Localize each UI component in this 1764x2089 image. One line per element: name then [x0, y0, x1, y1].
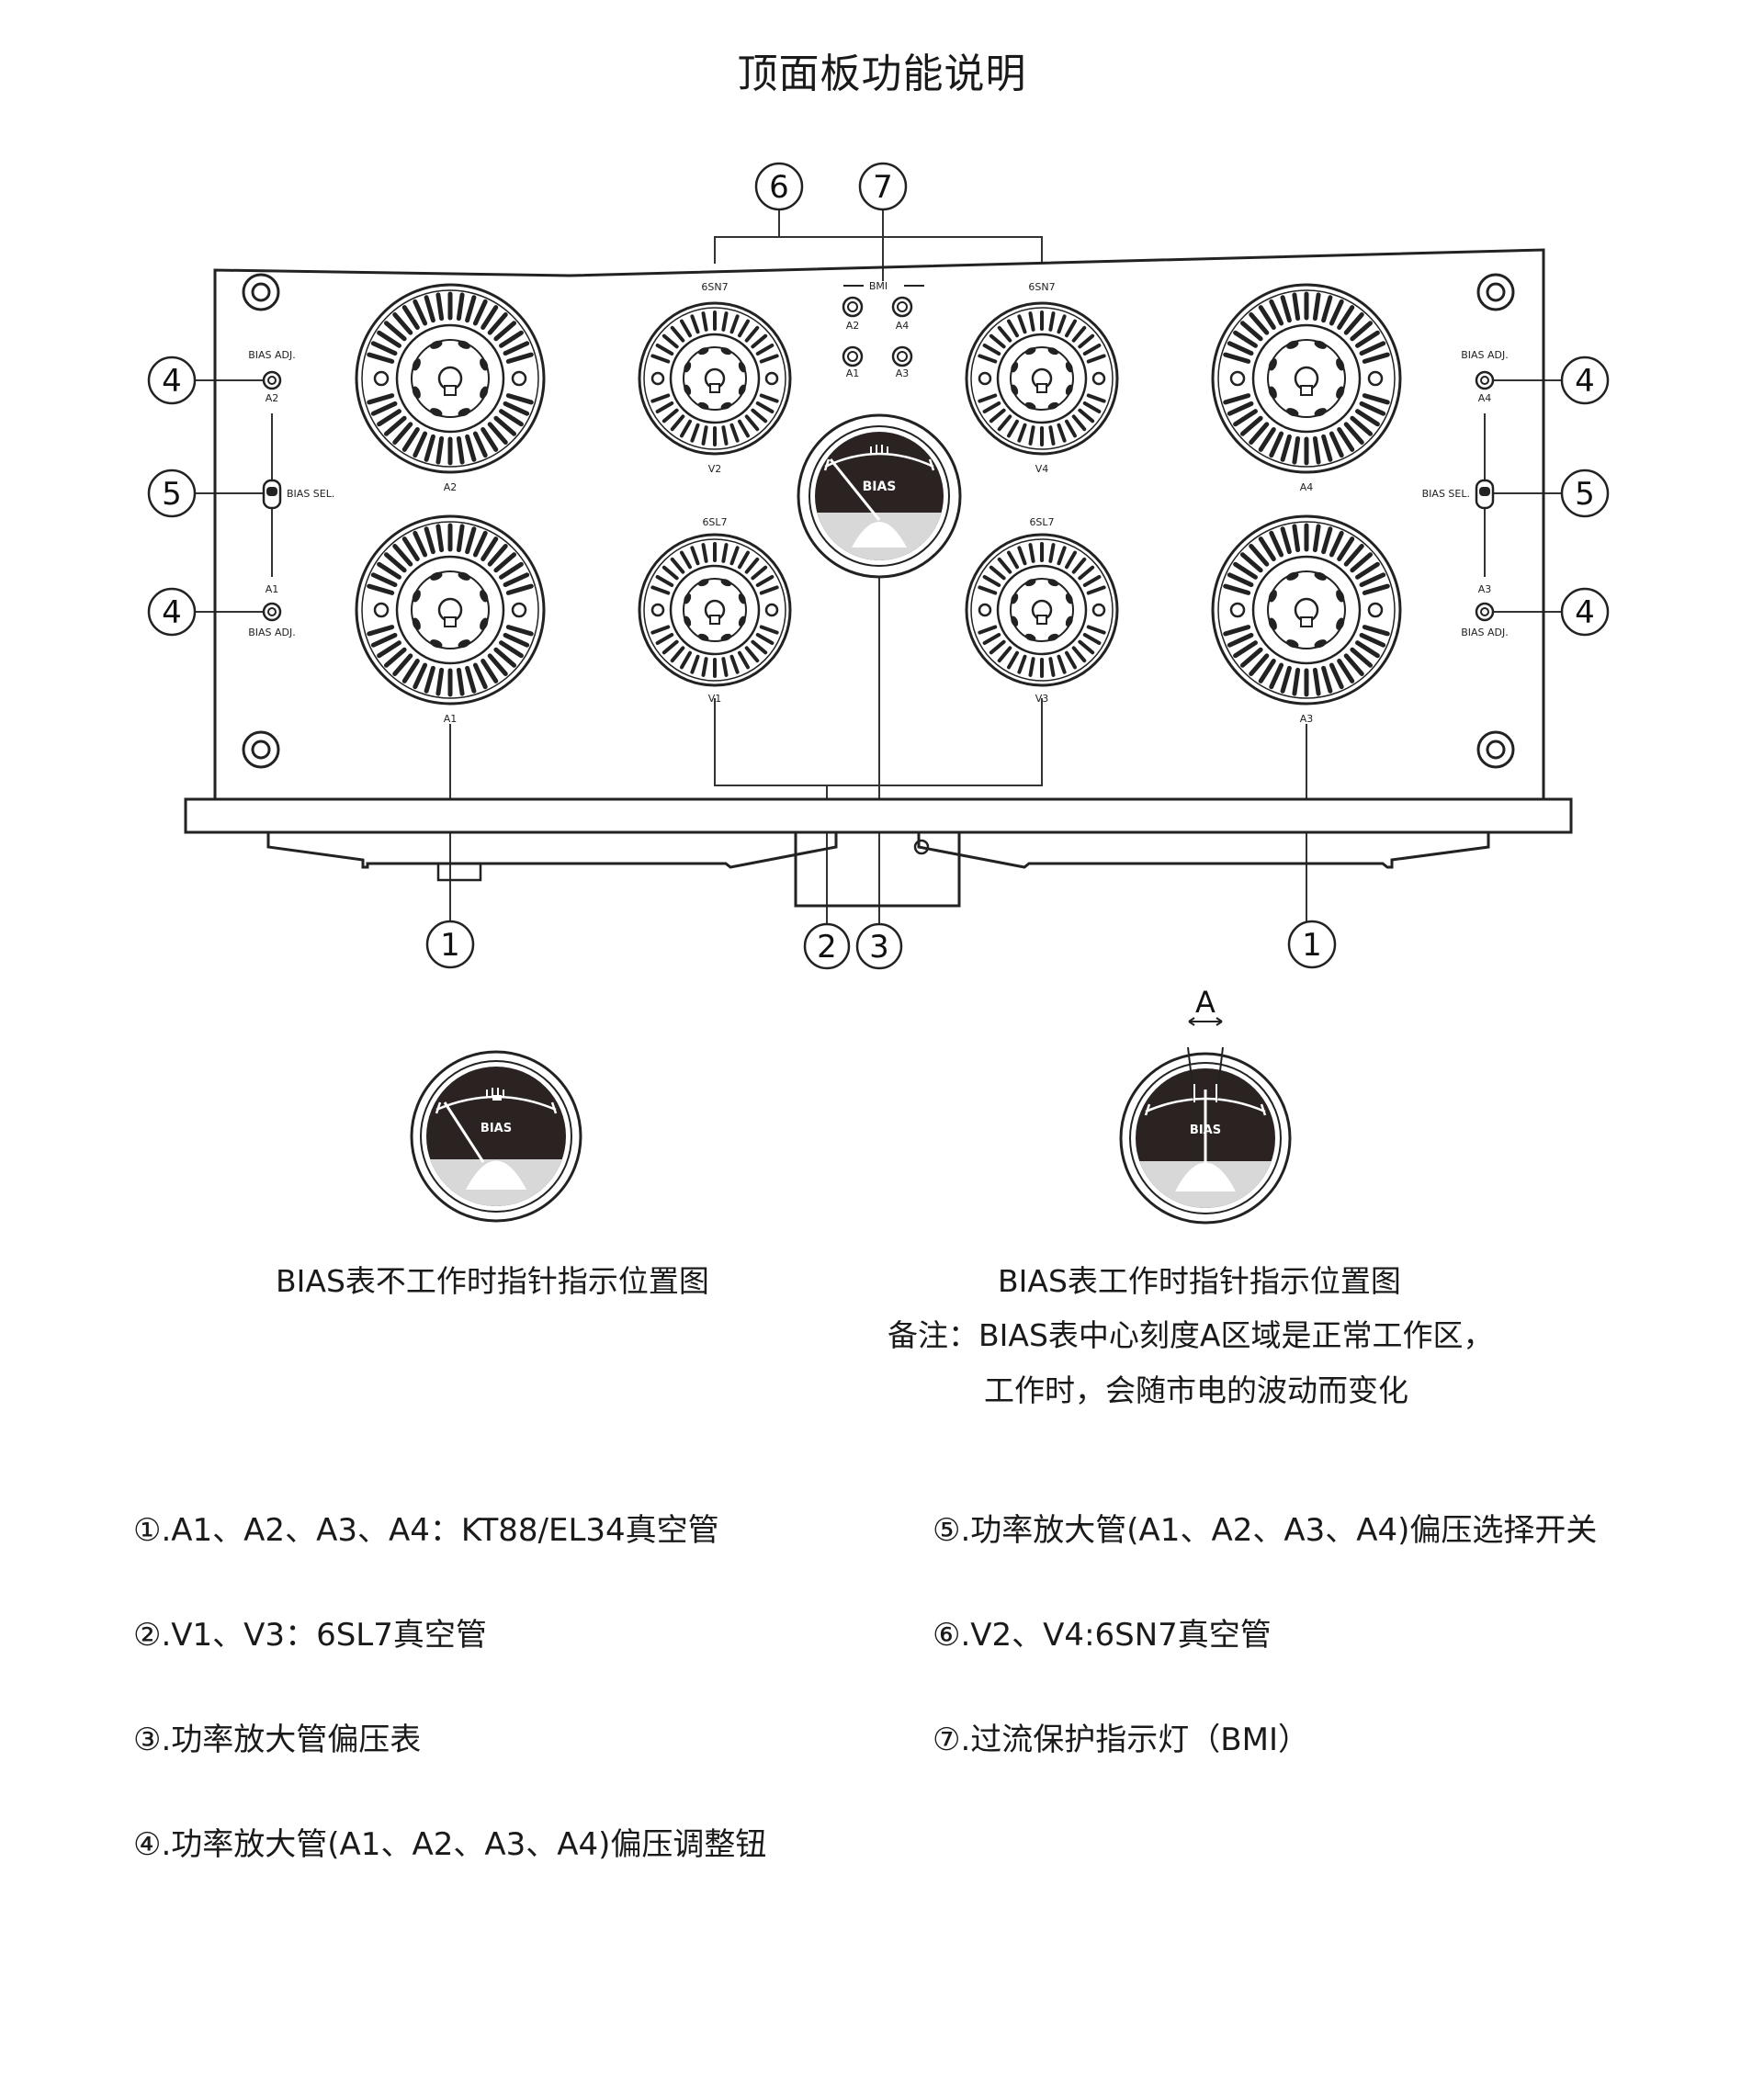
- caption-meter-off: BIAS表不工作时指针指示位置图: [276, 1263, 709, 1299]
- svg-text:3: 3: [869, 929, 889, 965]
- svg-text:BIAS ADJ.: BIAS ADJ.: [1461, 627, 1509, 638]
- svg-text:BIAS ADJ.: BIAS ADJ.: [248, 627, 296, 638]
- svg-text:BIAS SEL.: BIAS SEL.: [287, 488, 334, 500]
- svg-text:V2: V2: [708, 463, 722, 475]
- legend-item-7: ⑦.过流保护指示灯（BMI）: [933, 1722, 1309, 1758]
- svg-text:A3: A3: [1300, 713, 1314, 725]
- bias-controls: [262, 370, 1495, 622]
- callout-5-left: 5: [147, 469, 197, 518]
- svg-text:BIAS: BIAS: [481, 1122, 512, 1135]
- legend-item-4: ④.功率放大管(A1、A2、A3、A4)偏压调整钮: [133, 1826, 767, 1863]
- svg-text:A1: A1: [266, 583, 279, 595]
- meter-label: BIAS: [863, 480, 897, 494]
- svg-text:A1: A1: [846, 367, 860, 379]
- bias-adj-knob-a1: [262, 602, 282, 622]
- bias-meter-on: A BIAS: [1119, 985, 1292, 1225]
- bias-adj-knob-a2: [262, 370, 282, 390]
- svg-text:A2: A2: [266, 392, 279, 404]
- legend-item-1: ①.A1、A2、A3、A4：KT88/EL34真空管: [133, 1512, 719, 1549]
- bmi-leds: [842, 285, 924, 367]
- legend-item-6: ⑥.V2、V4:6SN7真空管: [933, 1617, 1272, 1654]
- svg-text:A3: A3: [1478, 583, 1492, 595]
- svg-text:V4: V4: [1035, 463, 1049, 475]
- svg-text:1: 1: [1302, 927, 1322, 964]
- svg-text:A2: A2: [444, 481, 458, 493]
- bias-adj-knob-a3: [1475, 602, 1495, 622]
- page-title: 顶面板功能说明: [737, 51, 1027, 97]
- svg-text:A4: A4: [1300, 481, 1314, 493]
- legend-item-3: ③.功率放大管偏压表: [133, 1722, 422, 1758]
- callout-4-left-bottom: 4: [147, 587, 197, 637]
- svg-text:2: 2: [817, 929, 837, 965]
- svg-text:A1: A1: [444, 713, 458, 725]
- socket-fins: [367, 291, 1390, 697]
- caption-note-line2: 工作时，会随市电的波动而变化: [984, 1372, 1408, 1408]
- caption-meter-on: BIAS表工作时指针指示位置图: [998, 1263, 1401, 1299]
- svg-text:BIAS ADJ.: BIAS ADJ.: [248, 349, 296, 361]
- svg-text:4: 4: [1575, 594, 1595, 631]
- callout-4-right-bottom: 4: [1560, 587, 1610, 637]
- svg-text:5: 5: [1575, 476, 1595, 513]
- callout-6: 6: [754, 162, 804, 211]
- callout-4-left-top: 4: [147, 356, 197, 405]
- svg-text:4: 4: [1575, 363, 1595, 400]
- svg-text:V1: V1: [708, 693, 722, 705]
- svg-text:BIAS ADJ.: BIAS ADJ.: [1461, 349, 1509, 361]
- svg-text:4: 4: [162, 363, 182, 400]
- svg-text:A2: A2: [846, 320, 860, 332]
- svg-text:7: 7: [873, 169, 893, 206]
- svg-text:4: 4: [162, 594, 182, 631]
- legend-item-2: ②.V1、V3：6SL7真空管: [133, 1617, 487, 1654]
- svg-text:6SL7: 6SL7: [702, 516, 727, 528]
- svg-text:BIAS SEL.: BIAS SEL.: [1422, 488, 1470, 500]
- svg-text:A4: A4: [1478, 392, 1492, 404]
- callout-1-left: 1: [425, 920, 475, 969]
- svg-text:BIAS: BIAS: [1190, 1124, 1221, 1137]
- callout-4-right-top: 4: [1560, 356, 1610, 405]
- callout-markers: 6 7 4 5 4 4 5 4 1 2 3 1: [147, 162, 1610, 970]
- callout-7: 7: [858, 162, 908, 211]
- svg-text:6SN7: 6SN7: [1028, 281, 1055, 293]
- callout-3: 3: [855, 922, 903, 970]
- leader-lines: [195, 209, 1562, 924]
- legend-item-5: ⑤.功率放大管(A1、A2、A3、A4)偏压选择开关: [933, 1512, 1598, 1549]
- callout-1-right: 1: [1287, 920, 1337, 969]
- top-panel-diagram: BIAS BMI A2 A4 A1 A3 BIAS ADJ. A2 BIAS S…: [147, 162, 1610, 1225]
- chassis: [184, 248, 1573, 908]
- bias-adj-knob-a4: [1475, 370, 1495, 390]
- svg-text:V3: V3: [1035, 693, 1049, 705]
- svg-text:BMI: BMI: [869, 280, 888, 292]
- svg-text:6SL7: 6SL7: [1029, 516, 1054, 528]
- bias-meter-off: BIAS: [410, 1050, 582, 1223]
- svg-text:5: 5: [162, 476, 182, 513]
- svg-text:A3: A3: [896, 367, 910, 379]
- callout-2: 2: [803, 922, 851, 970]
- caption-note-line1: 备注：BIAS表中心刻度A区域是正常工作区，: [888, 1317, 1494, 1353]
- callout-5-right: 5: [1560, 469, 1610, 518]
- svg-text:1: 1: [440, 927, 460, 964]
- bias-meter-main: BIAS: [797, 413, 962, 579]
- zone-label: A: [1195, 985, 1216, 1020]
- svg-text:6: 6: [769, 169, 789, 206]
- svg-text:A4: A4: [896, 320, 910, 332]
- svg-text:6SN7: 6SN7: [701, 281, 728, 293]
- panel-texts: BMI A2 A4 A1 A3 BIAS ADJ. A2 BIAS SEL. A…: [248, 280, 1509, 725]
